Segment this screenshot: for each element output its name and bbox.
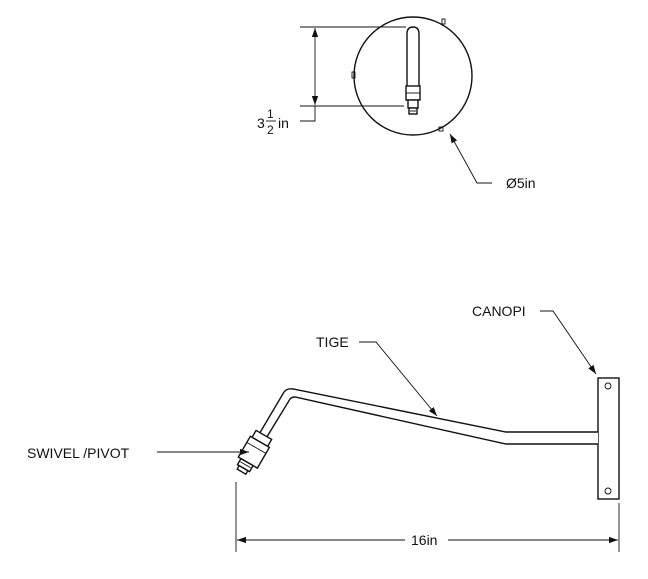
canopy-label: CANOPI — [472, 303, 526, 319]
stem-label-group: TIGE — [316, 334, 438, 417]
canopy-nub-left — [351, 71, 356, 79]
swivel-label: SWIVEL /PIVOT — [27, 445, 130, 461]
canopy-plate — [597, 377, 620, 500]
height-dimension: 3 1 2 in — [257, 26, 406, 137]
arm-top-view — [405, 26, 421, 115]
stem-label: TIGE — [316, 334, 349, 350]
height-value-numerator: 1 — [267, 107, 274, 121]
top-view: 3 1 2 in Ø5in — [257, 16, 536, 191]
diameter-dimension: Ø5in — [449, 133, 536, 191]
swivel-label-group: SWIVEL /PIVOT — [27, 445, 249, 461]
height-value-unit: in — [278, 115, 289, 131]
canopy-nub-bottom — [438, 126, 444, 132]
canopy-label-group: CANOPI — [472, 303, 597, 375]
swivel-joint — [236, 429, 273, 476]
canopy-nub-top — [441, 18, 446, 25]
height-value-whole: 3 — [257, 115, 265, 131]
stem-arm — [257, 388, 598, 445]
side-view: CANOPI TIGE SWIVEL /PIVOT 16in — [27, 303, 620, 552]
length-dimension: 16in — [235, 482, 620, 552]
diameter-value: Ø5in — [506, 175, 536, 191]
height-value-denominator: 2 — [267, 123, 274, 137]
length-value: 16in — [411, 532, 437, 548]
